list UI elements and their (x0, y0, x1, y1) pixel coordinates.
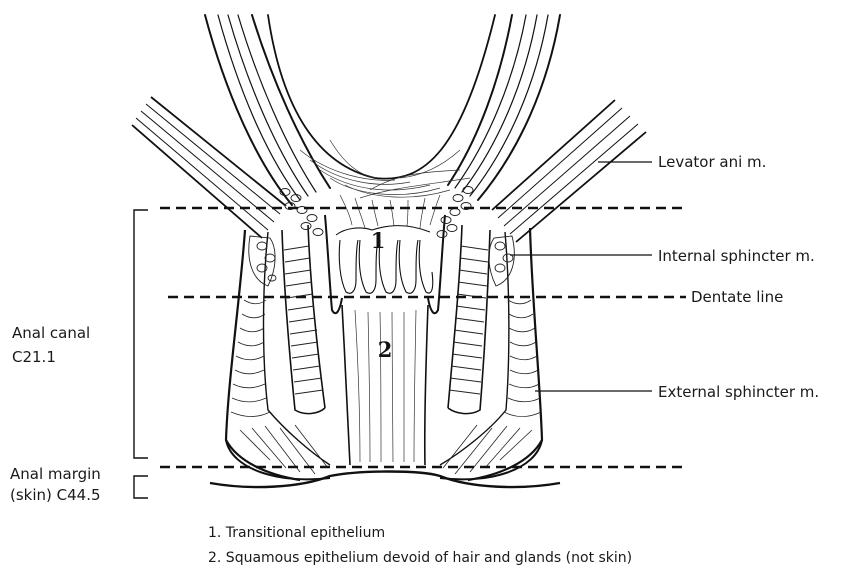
label-anal-canal: Anal canal (12, 324, 90, 342)
legend-item-1: 1. Transitional epithelium (208, 525, 385, 541)
external-sphincter-striations-right (443, 300, 541, 474)
zone-1-marker: 1 (371, 228, 386, 253)
internal-sphincter-striations-left (284, 246, 323, 394)
legend-item-2: 2. Squamous epithelium devoid of hair an… (208, 550, 632, 566)
external-sphincter-striations-left (231, 300, 328, 474)
label-anal-canal-code: C21.1 (12, 348, 56, 366)
label-anal-margin: Anal margin (10, 465, 101, 483)
anal-canal-bracket (134, 210, 148, 458)
label-internal-sphincter: Internal sphincter m. (658, 247, 815, 265)
squamous-zone (342, 305, 428, 465)
label-dentate-line: Dentate line (691, 288, 783, 306)
levator-ani-left (132, 97, 286, 238)
zone-2-marker: 2 (378, 337, 393, 362)
mucosal-folds (300, 140, 470, 228)
label-anal-margin-code: (skin) C44.5 (10, 486, 101, 504)
anal-glands-left (249, 189, 323, 287)
label-external-sphincter: External sphincter m. (658, 383, 819, 401)
label-levator-ani: Levator ani m. (658, 153, 766, 171)
anal-margin-bracket (134, 476, 148, 498)
left-wall (226, 215, 342, 480)
rectum-wall (205, 15, 560, 205)
